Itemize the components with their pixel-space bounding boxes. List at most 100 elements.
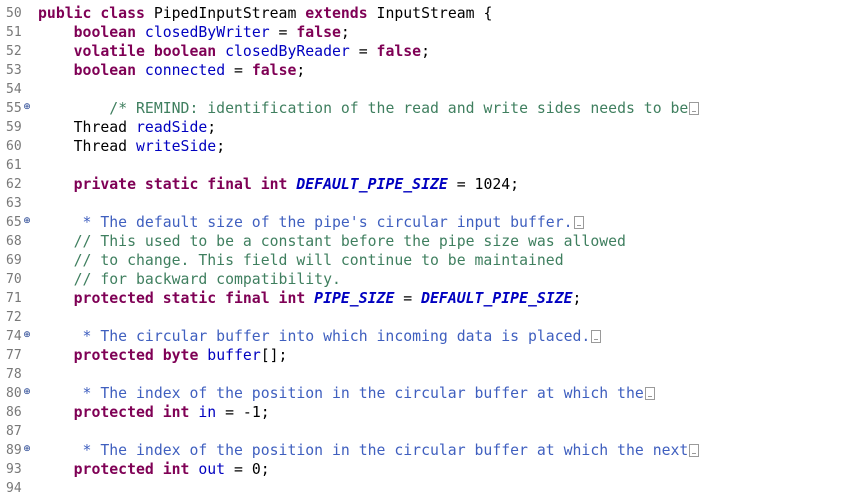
code-token bbox=[38, 100, 109, 117]
code-line[interactable]: 63 bbox=[0, 194, 864, 213]
code-token bbox=[38, 233, 74, 250]
line-number: 72 bbox=[6, 310, 22, 325]
code-line[interactable]: 69 // to change. This field will continu… bbox=[0, 251, 864, 270]
code-text[interactable]: // to change. This field will continue t… bbox=[38, 251, 564, 270]
expand-fold-icon[interactable]: ⊕ bbox=[23, 216, 31, 226]
expand-fold-icon[interactable]: ⊕ bbox=[23, 330, 31, 340]
code-line[interactable]: 80⊕ * The index of the position in the c… bbox=[0, 384, 864, 403]
collapsed-content-marker-icon[interactable] bbox=[644, 387, 655, 400]
code-token: closedByWriter bbox=[144, 24, 270, 41]
code-line[interactable]: 60 Thread writeSide; bbox=[0, 137, 864, 156]
code-token: public class bbox=[38, 5, 154, 22]
line-number: 71 bbox=[6, 291, 22, 306]
code-text[interactable]: Thread writeSide; bbox=[38, 137, 225, 156]
collapsed-content-marker-icon[interactable] bbox=[689, 444, 700, 457]
code-token: Thread bbox=[38, 119, 136, 136]
line-number: 86 bbox=[6, 405, 22, 420]
code-token: writeSide bbox=[136, 138, 217, 155]
code-token: ; bbox=[340, 24, 350, 41]
code-token: false bbox=[251, 62, 297, 79]
code-text[interactable]: // This used to be a constant before the… bbox=[38, 232, 626, 251]
code-line[interactable]: 55⊕ /* REMIND: identification of the rea… bbox=[0, 99, 864, 118]
code-line[interactable]: 70 // for backward compatibility. bbox=[0, 270, 864, 289]
code-line[interactable]: 62 private static final int DEFAULT_PIPE… bbox=[0, 175, 864, 194]
expand-fold-icon[interactable]: ⊕ bbox=[23, 102, 31, 112]
code-line[interactable]: 68 // This used to be a constant before … bbox=[0, 232, 864, 251]
code-text[interactable]: * The index of the position in the circu… bbox=[38, 384, 655, 403]
code-token: * The index of the position in the circu… bbox=[82, 385, 644, 402]
code-text[interactable]: private static final int DEFAULT_PIPE_SI… bbox=[38, 175, 519, 194]
collapsed-content-marker-icon[interactable] bbox=[573, 216, 584, 229]
collapsed-content-marker-icon[interactable] bbox=[591, 330, 602, 343]
code-text[interactable]: * The circular buffer into which incomin… bbox=[38, 327, 602, 346]
line-number: 53 bbox=[6, 63, 22, 78]
code-text[interactable]: protected int out = 0; bbox=[38, 460, 270, 479]
code-token: = 1024; bbox=[447, 176, 520, 193]
code-text[interactable]: protected static final int PIPE_SIZE = D… bbox=[38, 289, 582, 308]
code-line[interactable]: 78 bbox=[0, 365, 864, 384]
code-text[interactable]: * The default size of the pipe's circula… bbox=[38, 213, 584, 232]
code-line[interactable]: 87 bbox=[0, 422, 864, 441]
line-number: 62 bbox=[6, 177, 22, 192]
code-token: in bbox=[198, 404, 217, 421]
line-number: 65 bbox=[6, 215, 22, 230]
line-number: 80 bbox=[6, 386, 22, 401]
code-token bbox=[38, 347, 74, 364]
code-line[interactable]: 61 bbox=[0, 156, 864, 175]
code-line[interactable]: 51 boolean closedByWriter = false; bbox=[0, 23, 864, 42]
code-token: // This used to be a constant before the… bbox=[73, 233, 626, 250]
code-text[interactable]: // for backward compatibility. bbox=[38, 270, 341, 289]
code-text[interactable]: Thread readSide; bbox=[38, 118, 217, 137]
code-token: = bbox=[394, 290, 422, 307]
code-token: readSide bbox=[136, 119, 208, 136]
line-number: 59 bbox=[6, 120, 22, 135]
code-token: PIPE_SIZE bbox=[314, 290, 395, 307]
code-line[interactable]: 86 protected int in = -1; bbox=[0, 403, 864, 422]
code-text[interactable]: volatile boolean closedByReader = false; bbox=[38, 42, 430, 61]
code-token bbox=[38, 176, 74, 193]
code-token: connected bbox=[144, 62, 226, 79]
code-token: ; bbox=[296, 62, 306, 79]
code-line[interactable]: 74⊕ * The circular buffer into which inc… bbox=[0, 327, 864, 346]
code-line[interactable]: 89⊕ * The index of the position in the c… bbox=[0, 441, 864, 460]
code-text[interactable]: * The index of the position in the circu… bbox=[38, 441, 700, 460]
code-line[interactable]: 54 bbox=[0, 80, 864, 99]
code-text[interactable]: /* REMIND: identification of the read an… bbox=[38, 99, 700, 118]
code-token: []; bbox=[260, 347, 288, 364]
expand-fold-icon[interactable]: ⊕ bbox=[23, 387, 31, 397]
code-text[interactable]: boolean connected = false; bbox=[38, 61, 306, 80]
code-text[interactable]: protected int in = -1; bbox=[38, 403, 270, 422]
code-token: = 0; bbox=[225, 461, 270, 478]
code-line[interactable]: 93 protected int out = 0; bbox=[0, 460, 864, 479]
code-token: ; bbox=[572, 290, 582, 307]
code-line[interactable]: 72 bbox=[0, 308, 864, 327]
code-line[interactable]: 52 volatile boolean closedByReader = fal… bbox=[0, 42, 864, 61]
code-token bbox=[38, 24, 74, 41]
code-token bbox=[38, 43, 74, 60]
code-text[interactable]: protected byte buffer[]; bbox=[38, 346, 288, 365]
expand-fold-icon[interactable]: ⊕ bbox=[23, 444, 31, 454]
code-text[interactable]: public class PipedInputStream extends In… bbox=[38, 4, 492, 23]
code-line[interactable]: 71 protected static final int PIPE_SIZE … bbox=[0, 289, 864, 308]
code-line[interactable]: 77 protected byte buffer[]; bbox=[0, 346, 864, 365]
code-text[interactable]: boolean closedByWriter = false; bbox=[38, 23, 350, 42]
code-token bbox=[38, 328, 83, 345]
collapsed-content-marker-icon[interactable] bbox=[689, 102, 700, 115]
code-token: private static final int bbox=[73, 176, 297, 193]
code-line[interactable]: 50 public class PipedInputStream extends … bbox=[0, 4, 864, 23]
code-line[interactable]: 59 Thread readSide; bbox=[0, 118, 864, 137]
code-line[interactable]: 65⊕ * The default size of the pipe's cir… bbox=[0, 213, 864, 232]
line-number: 60 bbox=[6, 139, 22, 154]
code-token: InputStream { bbox=[376, 5, 493, 22]
line-number: 61 bbox=[6, 158, 22, 173]
line-number: 70 bbox=[6, 272, 22, 287]
code-line[interactable]: 94 bbox=[0, 479, 864, 498]
line-number: 78 bbox=[6, 367, 22, 382]
code-token: DEFAULT_PIPE_SIZE bbox=[296, 176, 448, 193]
line-number: 50 bbox=[6, 6, 22, 21]
code-token bbox=[38, 404, 74, 421]
code-token: protected byte bbox=[73, 347, 208, 364]
code-token bbox=[38, 385, 83, 402]
code-line[interactable]: 53 boolean connected = false; bbox=[0, 61, 864, 80]
